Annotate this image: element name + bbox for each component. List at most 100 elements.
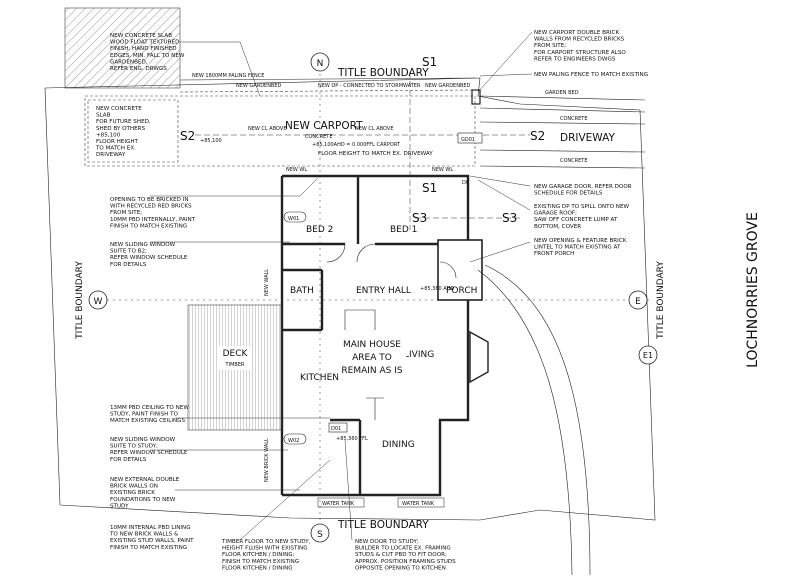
label-new-brick-wall: NEW BRICK WALL [264, 438, 270, 482]
deck-label-mask [218, 346, 252, 370]
note-line: FROM SITE; [110, 210, 142, 216]
note-line: NEW GARAGE DOOR, REFER DOOR [534, 184, 632, 190]
label-new-dp: NEW DP - CONNECTED TO STORMWATER [318, 83, 421, 89]
title-boundary-west: TITLE BOUNDARY [75, 261, 85, 340]
note-line: FLOOR KITCHEN / DINING [222, 565, 293, 571]
note-line: STUDY [110, 503, 129, 509]
driveway-bottom-line [479, 149, 646, 153]
compass-n-circle [310, 52, 330, 72]
compass-e1: E1 [643, 351, 653, 360]
note-line: FROM SITE; [534, 43, 566, 49]
note-line: TO NEW BRICK WALLS & [109, 532, 179, 538]
note-line: SAW OFF CONCRETE LUMP AT [534, 217, 618, 223]
note-line: BUILDER TO LOCATE EX. FRAMING [355, 546, 451, 552]
note-line: FOR FUTURE SHED, [96, 119, 151, 125]
section-s2-right: S2 [530, 129, 545, 143]
note-line: 13MM PBD CEILING TO NEW [110, 405, 189, 411]
room-porch: PORCH [446, 286, 477, 296]
compass-e1-circle [638, 345, 658, 365]
note-line: GARDENBED, [110, 59, 148, 65]
leader-new-door [344, 439, 353, 541]
label-new-cl-above-2: NEW CL ABOVE [355, 126, 394, 132]
note-line: OPPOSITE OPENING TO KITCHEN [355, 565, 446, 571]
note-line: FOR DETAILS [110, 457, 147, 463]
note-line: REFER WINDOW SCHEDULE [110, 255, 188, 261]
note-line: 10MM PBD INTERNALLY, PAINT [110, 217, 196, 223]
section-s1-top: S1 [422, 55, 437, 69]
leader-carport-walls [477, 31, 533, 93]
neighbour-structure-hatch [64, 7, 181, 89]
compass-w: W [94, 297, 103, 307]
note-line: BOTTOM, COVER [534, 224, 581, 230]
room-concrete-b: CONCRETE [560, 158, 588, 164]
section-s2-left: S2 [180, 129, 195, 143]
room-bed2: BED 2 [306, 225, 333, 235]
note-line: EXISTING STUD WALLS, PAINT [110, 538, 194, 544]
bed2-door-swing [326, 243, 346, 263]
compass-e: E [635, 297, 641, 307]
note-line: NEW PALING FENCE TO MATCH EXISTING [534, 72, 648, 78]
gd01-tag-box [457, 132, 483, 144]
compass-s: S [317, 530, 323, 540]
title-boundary-east: TITLE BOUNDARY [656, 261, 666, 340]
garden-bed-line [479, 95, 646, 101]
note-line: FINISH TO MATCH EXISTING [222, 559, 299, 565]
w01-tag-box [283, 211, 307, 223]
label-new-wall: NEW WALL [264, 269, 270, 296]
note-line: BRICK WALLS ON [110, 484, 158, 490]
leader-opening-bricked [150, 177, 319, 197]
note-timber-floor: TIMBER FLOOR TO NEW STUDY,HEIGHT FLUSH W… [221, 539, 311, 571]
note-line: WITH RECYCLED RED BRICKS [110, 204, 192, 210]
carport-slab-outline [84, 95, 476, 167]
room-bed1: BED 1 [390, 225, 417, 235]
note-line: SLAB [96, 113, 111, 119]
note-line: EXISTING DP TO SPILL ONTO NEW [534, 204, 629, 210]
label-paling-fence: NEW 1800MM PALING FENCE [192, 73, 264, 79]
leader-timber-floor [239, 459, 331, 541]
label-rl-porch: +85,360 AHD [420, 286, 454, 292]
note-line: NEW CARPORT DOUBLE BRICK [534, 30, 619, 36]
tag-water-tank-1: WATER TANK [322, 501, 355, 507]
room-driveway: DRIVEWAY [560, 132, 615, 144]
compass-w-circle [88, 290, 108, 310]
compass-s-circle [310, 523, 330, 543]
label-rl-carport: +85,100AHD = 0.000FFL CARPORT [312, 142, 401, 148]
leader-paling-existing [479, 73, 533, 77]
note-line: WOOD FLOAT TEXTURED [110, 40, 179, 46]
note-line: 10MM INTERNAL PBD LINING [110, 525, 191, 531]
carport-wall-post [471, 89, 481, 105]
driveway-top-line [479, 121, 646, 125]
gardenbed-line [179, 89, 476, 93]
street-name: LOCHNORRIES GROVE [745, 212, 761, 368]
street-curve [484, 264, 591, 576]
water-tank-2 [397, 497, 445, 508]
main-house-mask [338, 336, 406, 376]
leader-garage-door [469, 175, 531, 187]
note-paling-existing: NEW PALING FENCE TO MATCH EXISTING [534, 72, 648, 78]
porch-walls [437, 239, 483, 301]
note-line: FLOOR KITCHEN / DINING; [222, 552, 295, 558]
house-south-east-wall [282, 300, 470, 497]
section-s1-mid: S1 [422, 181, 437, 195]
note-line: TIMBER FLOOR TO NEW STUDY, [221, 539, 311, 545]
note-line: NEW SLIDING WINDOW [110, 437, 176, 443]
label-new-wl-2: NEW WL [432, 167, 453, 173]
label-dp: DP [462, 180, 469, 186]
d01-tag-box [328, 422, 348, 433]
paling-fence-line [179, 77, 476, 81]
note-line: NEW CONCRETE SLAB [110, 33, 172, 39]
leader-existing-dp [477, 179, 531, 211]
room-living: LIVING [404, 350, 434, 360]
note-line: TO MATCH EX. [95, 146, 136, 152]
note-line: NEW OPENING & FEATURE BRICK [534, 238, 627, 244]
room-deck-sub: TIMBER [225, 362, 245, 368]
tag-w02: W02 [288, 438, 299, 444]
